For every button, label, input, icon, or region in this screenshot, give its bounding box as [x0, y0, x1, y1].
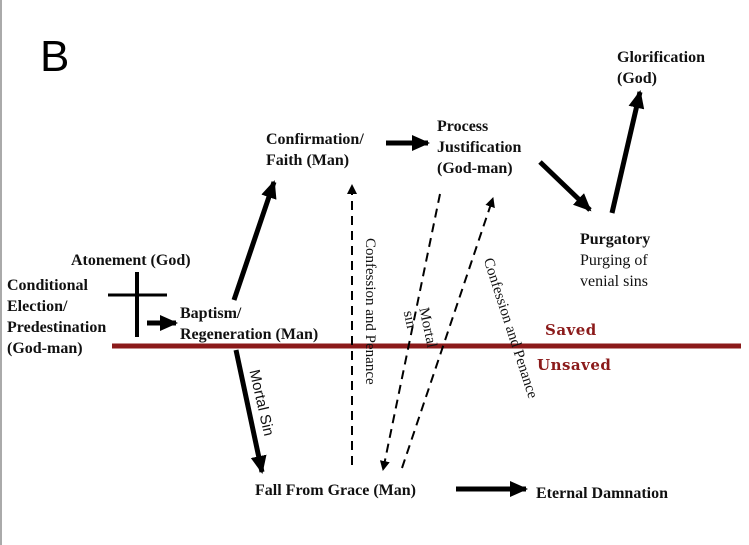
election-line-4: (God-man)	[7, 340, 83, 357]
node-glorification: Glorification (God)	[617, 47, 705, 89]
panel-label: B	[40, 32, 70, 81]
node-fall-from-grace: Fall From Grace (Man)	[255, 482, 416, 499]
purgatory-desc-line-2: venial sins	[580, 273, 648, 290]
zone-label-unsaved: Unsaved	[537, 356, 612, 374]
baptism-line-2: Regeneration (Man)	[180, 326, 319, 343]
arrow-justification-to-purgatory	[538, 160, 592, 212]
baptism-line-1: Baptism/	[180, 305, 242, 322]
arrow-baptism-to-fall-mortal-sin	[233, 349, 267, 474]
election-line-2: Election/	[7, 298, 68, 315]
election-line-3: Predestination	[7, 319, 107, 336]
justification-line-2: Justification	[437, 139, 522, 156]
node-conditional-election: Conditional Election/ Predestination (Go…	[7, 275, 106, 359]
confirmation-line-2: Faith (Man)	[266, 152, 350, 169]
dashed-arrow-fall-to-justification	[401, 197, 495, 469]
node-eternal-damnation: Eternal Damnation	[536, 485, 668, 502]
arrow-baptism-to-confirmation	[231, 180, 277, 301]
node-baptism: Baptism/ Regeneration (Man)	[180, 303, 318, 345]
glorification-line-2: (God)	[617, 70, 657, 87]
node-process-justification: Process Justification (God-man)	[437, 116, 521, 179]
purgatory-desc-line-1: Purging of	[580, 252, 648, 269]
glorification-line-1: Glorification	[617, 49, 705, 66]
edge-label-confession-1: Confession and Penance	[362, 238, 378, 385]
justification-line-1: Process	[437, 118, 489, 135]
dashed-arrow-justification-to-fall	[379, 193, 441, 471]
justification-line-3: (God-man)	[437, 160, 513, 177]
arrow-purgatory-to-glorification	[609, 90, 645, 214]
election-line-1: Conditional	[7, 277, 88, 294]
purgatory-title: Purgatory	[580, 231, 651, 248]
zone-label-saved: Saved	[545, 321, 597, 339]
node-confirmation: Confirmation/ Faith (Man)	[266, 129, 364, 171]
node-atonement: Atonement (God)	[71, 252, 191, 269]
confirmation-line-1: Confirmation/	[266, 131, 364, 148]
node-purgatory: Purgatory Purging of venial sins	[580, 229, 650, 292]
